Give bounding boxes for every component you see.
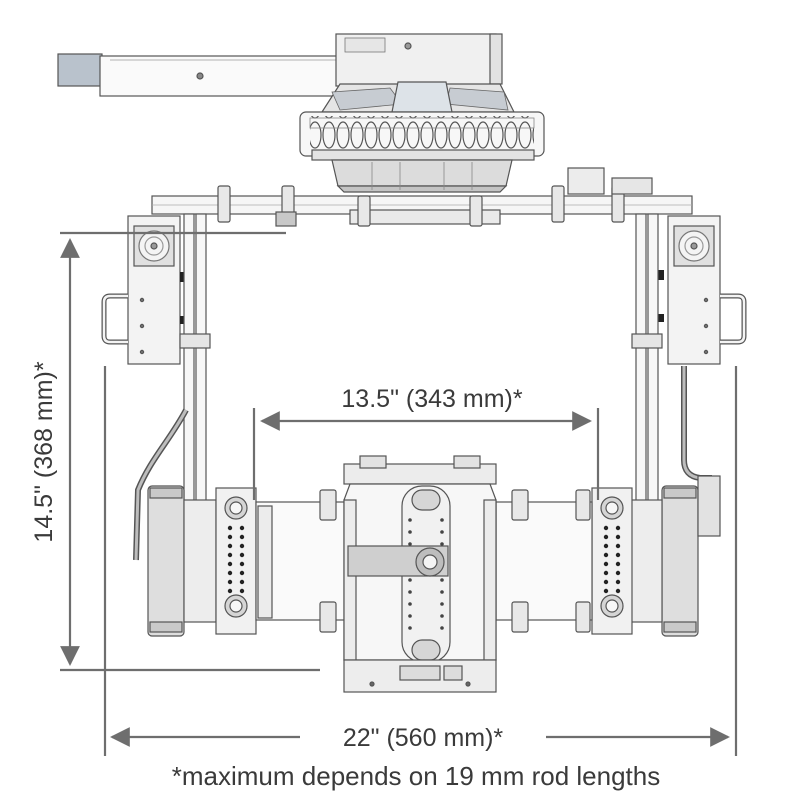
left-handle [101, 293, 128, 345]
mounting-hole [408, 590, 412, 594]
height-label: 14.5" (368 mm)* [30, 361, 58, 542]
right-side-bracket [591, 487, 633, 635]
top-mount-assembly [57, 33, 545, 193]
mounting-hole [227, 534, 233, 540]
mounting-hole [440, 518, 444, 522]
right-electronics-box [658, 215, 747, 365]
mounting-hole [603, 561, 609, 567]
mounting-hole [239, 534, 245, 540]
mounting-hole [227, 570, 233, 576]
mounting-hole [603, 543, 609, 549]
mount-tube-screw [196, 72, 204, 80]
mounting-hole [615, 543, 621, 549]
mounting-hole [408, 530, 412, 534]
mounting-hole [239, 579, 245, 585]
outer-width-label: 22" (560 mm)* [343, 724, 504, 752]
mount-tube-dark-end [57, 53, 103, 87]
mounting-hole [603, 588, 609, 594]
mounting-hole [239, 570, 245, 576]
footnote: *maximum depends on 19 mm rod lengths [172, 761, 660, 791]
mounting-hole [440, 530, 444, 534]
mounting-hole [615, 579, 621, 585]
mounting-hole [239, 543, 245, 549]
mounting-hole [227, 561, 233, 567]
mounting-hole [227, 552, 233, 558]
mounting-hole [615, 588, 621, 594]
left-side-bracket [215, 487, 257, 635]
mounting-hole [440, 542, 444, 546]
mounting-hole [408, 518, 412, 522]
mounting-hole [239, 588, 245, 594]
mounting-hole [408, 542, 412, 546]
inner-width-label: 13.5" (343 mm)* [341, 385, 522, 413]
mounting-hole [615, 552, 621, 558]
mounting-hole [615, 561, 621, 567]
mounting-hole [603, 570, 609, 576]
pan-motor [331, 159, 513, 187]
mounting-hole [227, 579, 233, 585]
right-tilt-motor [629, 475, 721, 637]
mount-tube [99, 55, 363, 97]
left-electronics-box [101, 215, 186, 365]
mounting-hole [440, 626, 444, 630]
top-crossbar [151, 167, 693, 227]
mounting-hole [603, 525, 609, 531]
mounting-hole [239, 552, 245, 558]
pan-base-plate [311, 149, 535, 161]
mounting-hole [408, 626, 412, 630]
mounting-hole [440, 602, 444, 606]
mounting-hole [615, 570, 621, 576]
crossbar-underside-block [349, 209, 501, 225]
mounting-hole [227, 588, 233, 594]
mounting-hole [239, 561, 245, 567]
dimension-lines [60, 231, 738, 756]
mounting-hole [615, 534, 621, 540]
right-cable [681, 366, 712, 481]
mounting-hole [239, 525, 245, 531]
mounting-hole [440, 590, 444, 594]
mounting-hole [408, 602, 412, 606]
mounting-hole [408, 614, 412, 618]
mounting-hole [615, 525, 621, 531]
mounting-hole [603, 552, 609, 558]
crossbar-connector-box [567, 167, 605, 195]
mounting-hole [603, 579, 609, 585]
mounting-hole [440, 614, 444, 618]
mounting-hole [408, 578, 412, 582]
left-tilt-motor [147, 485, 217, 637]
mounting-hole [227, 525, 233, 531]
right-handle [720, 293, 747, 345]
mounting-hole [603, 534, 609, 540]
mounting-hole [227, 543, 233, 549]
mounting-hole [440, 578, 444, 582]
center-camera-cage [343, 455, 497, 693]
